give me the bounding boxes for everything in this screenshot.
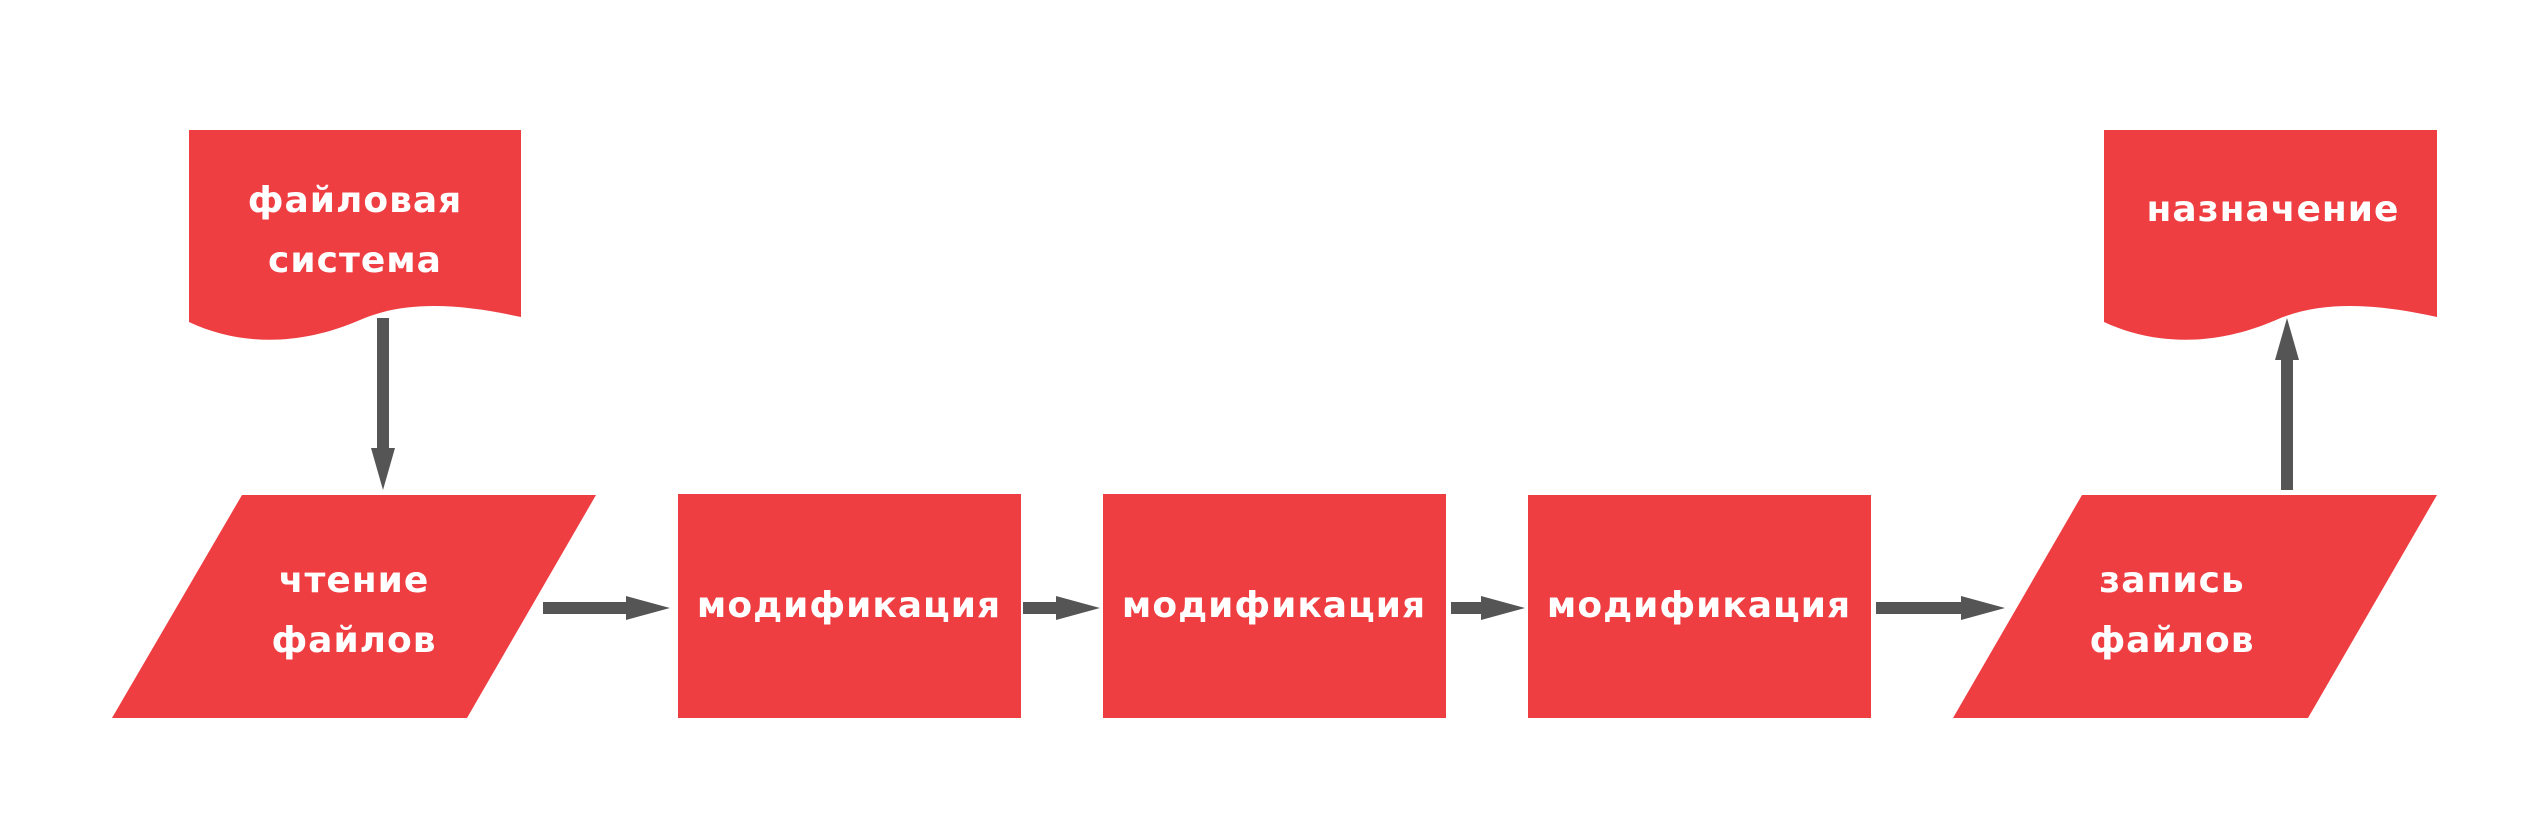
edge-mod2-to-mod3 — [1451, 596, 1525, 620]
node-destination-document: назначение — [2104, 130, 2437, 340]
document-shape — [2104, 130, 2437, 340]
arrow-head — [371, 448, 395, 490]
node-label-line: система — [268, 240, 442, 281]
rectangle-shape — [1528, 495, 1871, 718]
arrow-head — [1056, 596, 1100, 620]
node-label-line: назначение — [2147, 189, 2400, 230]
edge-read-to-mod1 — [543, 596, 670, 620]
edge-mod3-to-write — [1876, 596, 2005, 620]
arrow-head — [1481, 596, 1525, 620]
node-modification-1: модификация — [678, 494, 1021, 718]
node-read-files: чтение файлов — [112, 495, 596, 718]
node-label-line: чтение — [279, 560, 430, 601]
arrow-head — [626, 596, 670, 620]
node-label-line: запись — [2099, 560, 2244, 601]
node-label-line: файлов — [271, 620, 436, 661]
document-shape — [189, 130, 521, 340]
edge-write-to-destination — [2275, 318, 2299, 490]
node-label-line: файловая — [248, 180, 463, 221]
node-label-line: модификация — [1122, 585, 1426, 626]
parallelogram-shape — [112, 495, 596, 718]
edge-source-to-read — [371, 318, 395, 490]
node-write-files: запись файлов — [1953, 495, 2437, 718]
node-modification-3: модификация — [1528, 495, 1871, 718]
node-source-document: файловая система — [189, 130, 521, 340]
node-label-line: файлов — [2089, 620, 2254, 661]
rectangle-shape — [1103, 494, 1446, 718]
edge-mod1-to-mod2 — [1023, 596, 1100, 620]
node-label-line: модификация — [697, 585, 1001, 626]
arrow-head — [2275, 318, 2299, 360]
node-modification-2: модификация — [1103, 494, 1446, 718]
node-label-line: модификация — [1547, 585, 1851, 626]
rectangle-shape — [678, 494, 1021, 718]
parallelogram-shape — [1953, 495, 2437, 718]
arrow-head — [1961, 596, 2005, 620]
